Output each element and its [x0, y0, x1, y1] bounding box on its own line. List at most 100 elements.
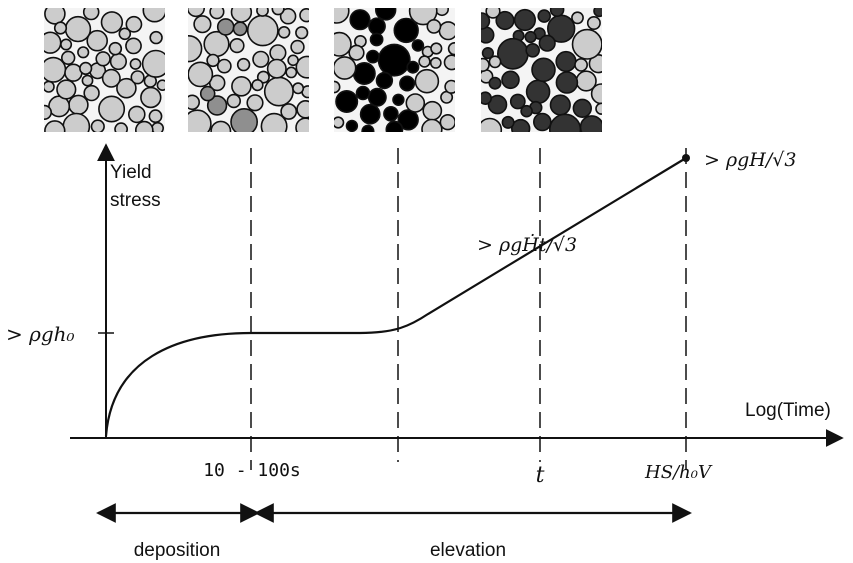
grain [60, 38, 73, 51]
grain [118, 27, 132, 41]
grain [56, 79, 77, 100]
grain [77, 46, 90, 59]
grain [352, 61, 376, 85]
grain [549, 94, 571, 116]
grain [232, 21, 248, 37]
grain [549, 8, 565, 17]
grain [269, 44, 287, 62]
grain [497, 37, 529, 70]
grain [406, 60, 420, 74]
grain [488, 76, 502, 90]
grain [148, 109, 163, 124]
grain [439, 114, 455, 131]
grain [555, 50, 577, 73]
grain [116, 77, 137, 99]
curve-endpoint [682, 154, 690, 162]
grain [230, 8, 253, 23]
grain [334, 31, 352, 57]
grain [525, 42, 541, 58]
grain [488, 55, 502, 69]
grain [348, 44, 365, 61]
grain [334, 56, 357, 80]
grain [359, 103, 381, 125]
grain [292, 82, 305, 95]
grain [385, 120, 404, 132]
grain [188, 61, 214, 88]
grain [188, 94, 200, 111]
grain [393, 17, 419, 44]
yield-stress-curve [104, 157, 687, 437]
grain [377, 43, 411, 77]
grain [481, 91, 492, 105]
grain [188, 8, 205, 18]
grain [130, 70, 145, 85]
grain [355, 85, 371, 101]
grain [513, 8, 537, 32]
grain [251, 78, 264, 92]
grain [435, 8, 449, 17]
grain [593, 8, 602, 18]
grain [141, 49, 165, 78]
grain [495, 10, 515, 31]
grain [53, 21, 68, 35]
grain [44, 8, 66, 25]
grain-panel-initial [44, 8, 165, 132]
deposition-label: deposition [134, 540, 221, 561]
grain-panel-late [481, 8, 602, 132]
grain [95, 51, 111, 67]
grain [236, 57, 251, 72]
grain [443, 54, 455, 71]
grain [485, 8, 501, 19]
grain [128, 105, 146, 124]
grain [260, 112, 288, 132]
grain [586, 15, 601, 30]
grain [532, 112, 552, 132]
grain [299, 8, 309, 23]
grain [266, 58, 287, 79]
grain [109, 52, 127, 71]
grain [481, 46, 495, 60]
grain [481, 117, 503, 132]
grain [411, 39, 425, 52]
grain [367, 87, 387, 107]
grain [229, 37, 245, 54]
grain [296, 100, 309, 119]
grain [81, 74, 94, 87]
grain [280, 103, 298, 120]
grain [418, 55, 431, 68]
grain [509, 93, 526, 110]
grain [188, 109, 212, 132]
grain [252, 50, 270, 68]
grain [361, 124, 375, 132]
grain [125, 15, 143, 33]
grain [263, 76, 294, 107]
grain [349, 9, 371, 31]
grain [210, 120, 232, 132]
grain [572, 98, 592, 119]
grain [44, 56, 67, 83]
grain [149, 30, 163, 45]
grain [501, 70, 520, 90]
grain [537, 9, 552, 23]
grain [444, 79, 455, 94]
grain-panels [44, 8, 602, 132]
grain [151, 121, 164, 132]
grain [209, 8, 225, 20]
grain [101, 68, 121, 88]
grain [487, 94, 508, 115]
grain [392, 93, 405, 107]
grain [246, 94, 264, 112]
grain [365, 49, 380, 64]
grain [421, 118, 443, 132]
y-axis-label-line2: stress [110, 190, 161, 211]
grain [246, 14, 279, 47]
grain [438, 21, 455, 41]
grain [60, 50, 76, 65]
grain [83, 84, 100, 102]
grain [206, 53, 220, 68]
grain-panel-early [188, 8, 309, 132]
grain [156, 79, 165, 91]
grain [531, 57, 556, 83]
grain [193, 15, 212, 34]
grain [142, 8, 165, 23]
